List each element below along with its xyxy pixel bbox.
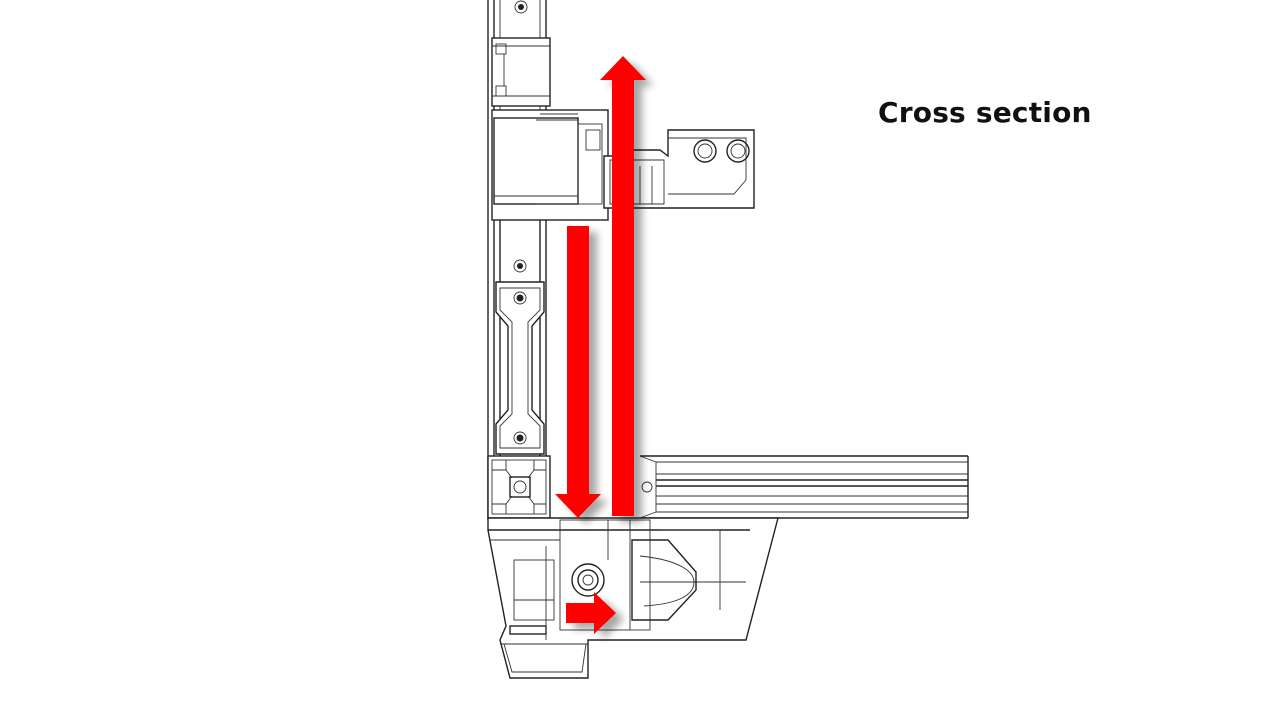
down-flow-arrow bbox=[555, 226, 601, 518]
upper-block bbox=[491, 109, 609, 221]
corner-profile bbox=[487, 455, 551, 519]
lower-rail bbox=[495, 220, 547, 456]
side-bracket bbox=[603, 129, 755, 209]
horizontal-extrusion bbox=[639, 455, 969, 519]
flow-arrows bbox=[555, 56, 646, 634]
hotend-assembly bbox=[487, 517, 779, 679]
diagram-title: Cross section bbox=[878, 96, 1092, 129]
guide-carriage bbox=[491, 37, 551, 107]
right-flow-arrow bbox=[566, 592, 616, 634]
up-flow-arrow bbox=[600, 56, 646, 516]
